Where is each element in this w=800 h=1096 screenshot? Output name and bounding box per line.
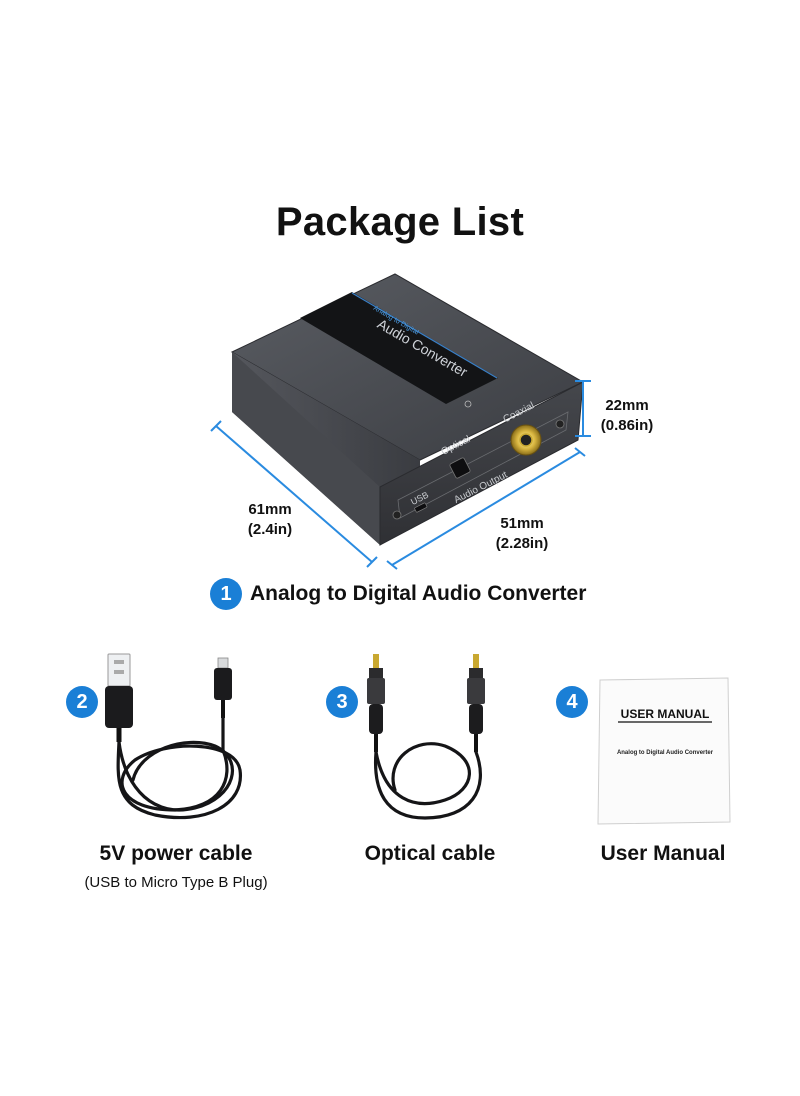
- item-number-badge: 3: [326, 686, 358, 718]
- height-mm: 22mm: [605, 397, 649, 414]
- screw-icon: [392, 510, 402, 520]
- item-label-optical-cable: Optical cable: [364, 842, 496, 865]
- item-sublabel-power-cable: (USB to Micro Type B Plug): [84, 874, 268, 891]
- usb-power-cable-image: [105, 653, 242, 820]
- width-dimension-label: 51mm (2.28in): [486, 514, 558, 554]
- manual-cover-subtitle: Analog to Digital Audio Converter: [617, 750, 714, 756]
- item-label-converter: Analog to Digital Audio Converter: [250, 582, 587, 605]
- width-mm: 51mm: [500, 515, 544, 532]
- item-number-badge: 2: [66, 686, 98, 718]
- usb-port: [414, 502, 428, 513]
- depth-mm: 61mm: [248, 501, 292, 518]
- height-dimension-label: 22mm (0.86in): [592, 396, 662, 436]
- power-led-icon: [464, 400, 472, 408]
- user-manual-image: USER MANUAL Analog to Digital Audio Conv…: [597, 677, 731, 825]
- optical-cable-image: [367, 654, 485, 820]
- width-in: (2.28in): [495, 535, 549, 552]
- depth-in: (2.4in): [247, 521, 293, 538]
- screw-icon: [555, 419, 565, 429]
- manual-cover-title: USER MANUAL: [621, 707, 710, 721]
- optical-port: [449, 457, 471, 479]
- page-title: Package List: [275, 200, 525, 244]
- dimension-lines: [210, 380, 591, 570]
- item-number-badge: 1: [210, 578, 242, 610]
- item-number-badge: 4: [556, 686, 588, 718]
- depth-dimension-label: 61mm (2.4in): [238, 500, 302, 540]
- height-in: (0.86in): [600, 417, 654, 434]
- item-label-power-cable: 5V power cable: [99, 842, 253, 865]
- item-label-user-manual: User Manual: [600, 842, 726, 865]
